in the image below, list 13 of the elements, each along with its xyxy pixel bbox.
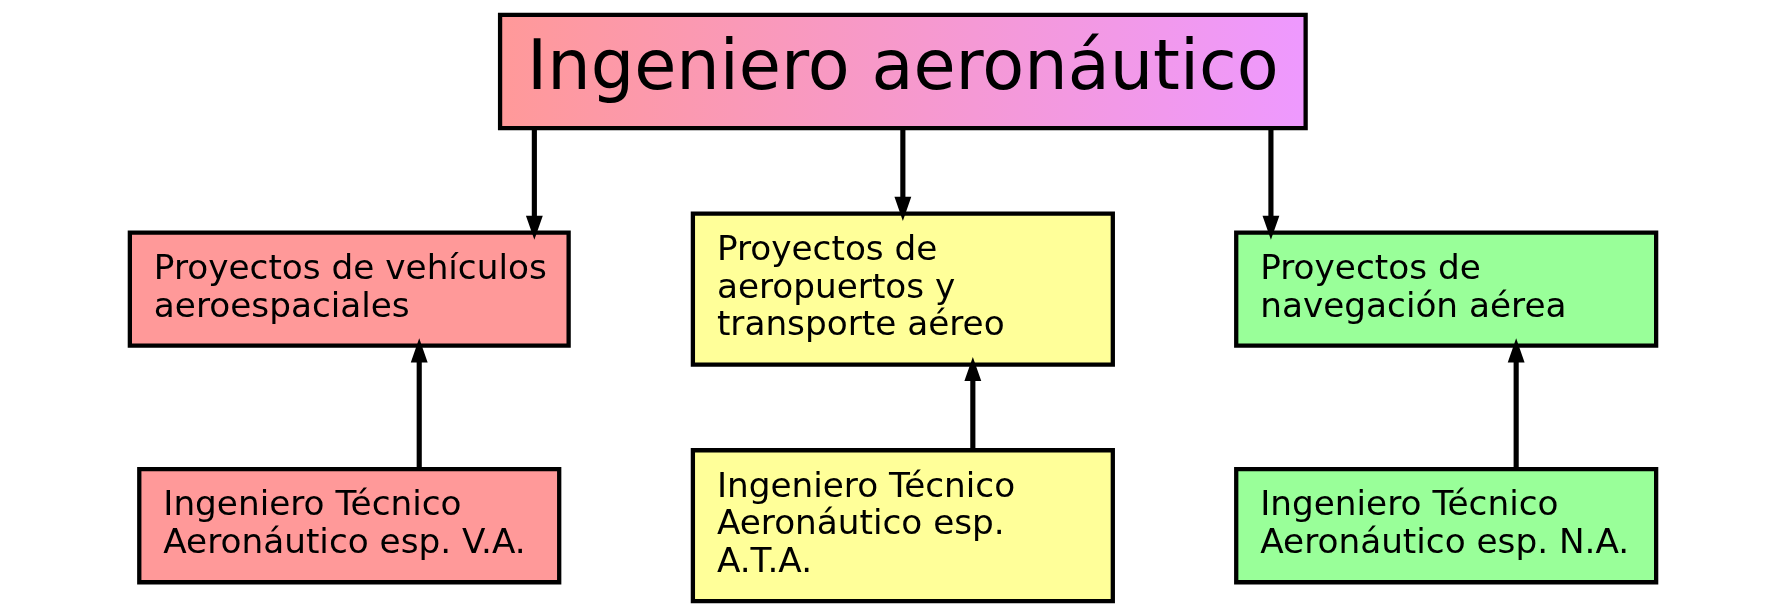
node-box: Ingeniero Técnico Aeronáutico esp. A.T.A. <box>690 448 1115 604</box>
arrow <box>963 356 981 451</box>
arrow <box>410 338 428 470</box>
node-box: Ingeniero Técnico Aeronáutico esp. N.A. <box>1233 466 1658 585</box>
arrow <box>1262 128 1279 240</box>
node-box: Ingeniero Técnico Aeronáutico esp. V.A. <box>136 466 561 585</box>
node-box: Proyectos de navegación aérea <box>1233 230 1658 348</box>
arrow <box>893 128 911 221</box>
node-box: Proyectos de vehículos aeroespaciales <box>127 230 571 348</box>
node-box: Ingeniero aeronáutico <box>497 12 1308 131</box>
node-box: Proyectos de aeropuertos y transporte aéreo <box>690 211 1115 367</box>
arrow <box>525 128 543 240</box>
arrow <box>1507 338 1525 470</box>
